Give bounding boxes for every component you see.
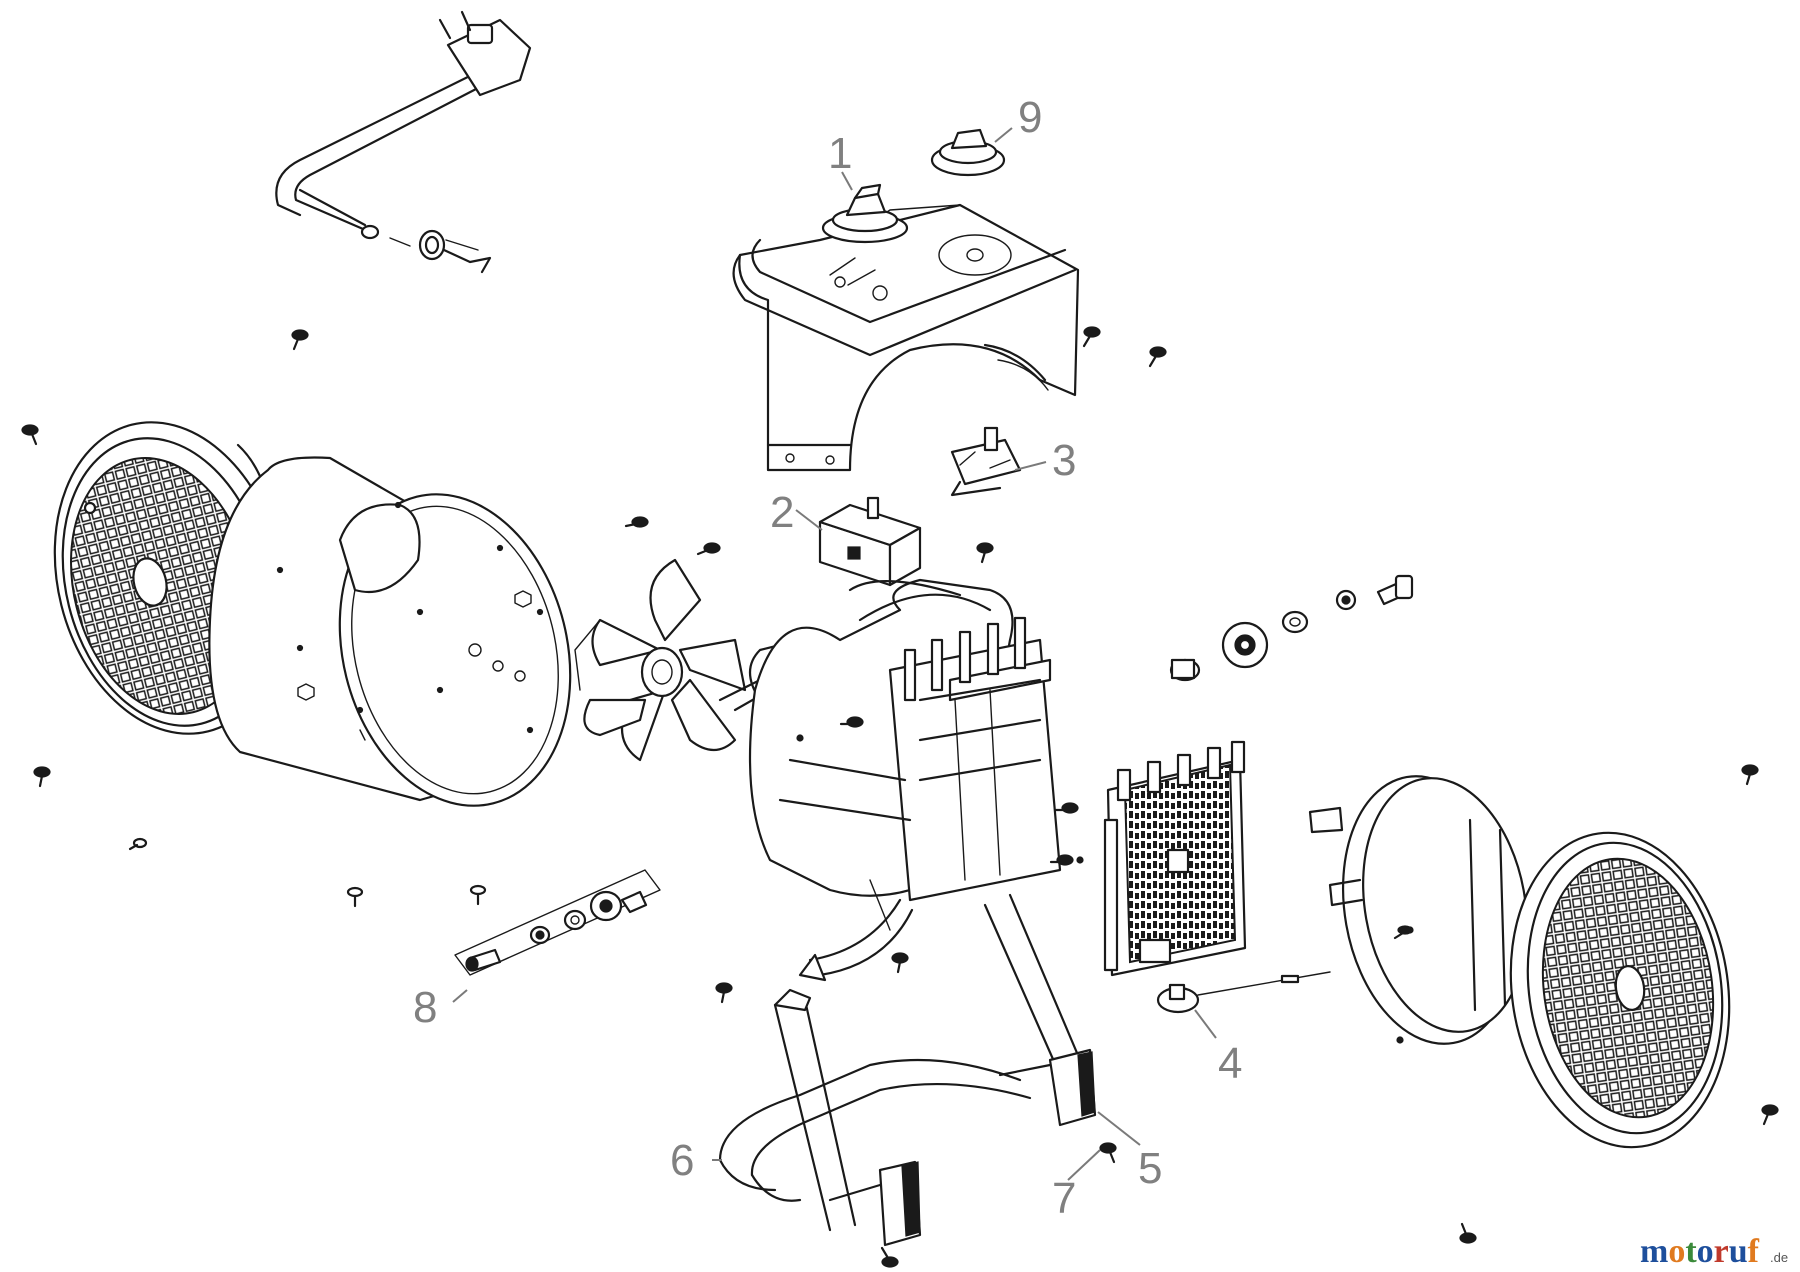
callout-8: 8 — [413, 983, 437, 1032]
watermark-letter: m — [1640, 1233, 1668, 1270]
control-knob-9 — [930, 128, 1006, 177]
cord-strain-relief — [389, 229, 492, 274]
power-cord — [275, 10, 532, 274]
callout-2: 2 — [770, 488, 794, 537]
bearing-set — [1169, 574, 1414, 682]
rear-housing-ring — [1328, 775, 1528, 1045]
heating-element — [1103, 740, 1247, 977]
loose-screws — [21, 326, 1779, 1268]
callout-7: 7 — [1052, 1174, 1076, 1223]
callout-9: 9 — [1018, 93, 1042, 142]
stand-frame — [718, 893, 1097, 1247]
rear-clip — [1308, 806, 1344, 834]
control-housing — [732, 203, 1080, 472]
watermark-letter: r — [1714, 1233, 1729, 1270]
rear-grille-right — [1509, 831, 1731, 1149]
watermark-letter: u — [1729, 1233, 1748, 1270]
watermark-letter: t — [1685, 1233, 1697, 1270]
callout-leaders — [452, 127, 1217, 1181]
thermostat-part-3 — [950, 426, 1022, 497]
heater-drum — [208, 456, 572, 807]
hardware-kit-part-8 — [454, 869, 661, 976]
callout-6: 6 — [670, 1136, 694, 1185]
control-knob-1 — [821, 183, 909, 244]
watermark-suffix: .de — [1770, 1250, 1788, 1265]
callout-4: 4 — [1218, 1039, 1242, 1088]
thermal-cutout-part-4 — [1156, 971, 1331, 1014]
callout-5: 5 — [1138, 1144, 1162, 1193]
watermark-logo: motoruf .de — [1640, 1233, 1788, 1270]
watermark-letter: f — [1748, 1233, 1760, 1270]
callout-3: 3 — [1052, 436, 1076, 485]
watermark-letter: o — [1697, 1233, 1714, 1270]
callout-numbers: 1 2 3 4 5 6 7 8 9 — [413, 93, 1242, 1223]
fan-blade — [574, 558, 747, 762]
watermark-letter: o — [1668, 1233, 1685, 1270]
rotary-switch-part-2 — [818, 496, 922, 587]
motor-frame — [718, 578, 1084, 982]
watermark-text: motoruf — [1640, 1233, 1760, 1270]
callout-1: 1 — [828, 129, 852, 178]
